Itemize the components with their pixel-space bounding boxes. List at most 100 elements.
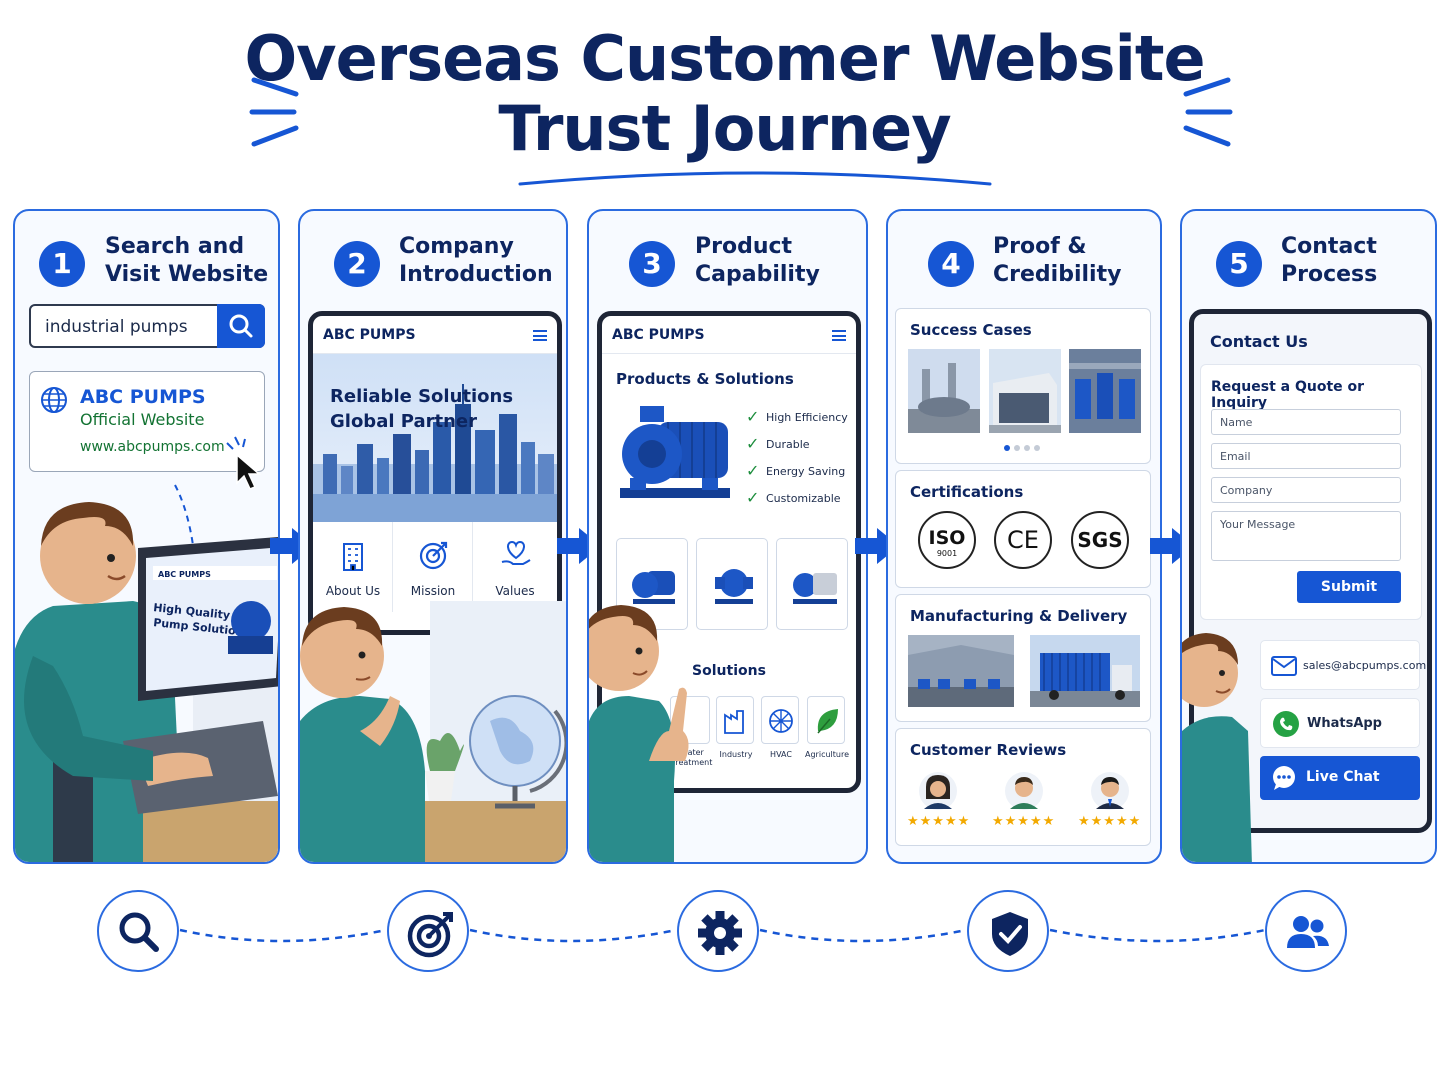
product-thumb[interactable] (776, 538, 848, 630)
name-field[interactable]: Name (1211, 409, 1401, 435)
timeline-gear (677, 890, 759, 972)
laptop-brand: ABC PUMPS (158, 570, 211, 579)
pump-icon (632, 571, 675, 604)
pointing-person-illustration (589, 605, 689, 862)
live-chat-label: Live Chat (1306, 769, 1380, 785)
quote-form: Request a Quote or Inquiry Name Email Co… (1200, 364, 1422, 620)
reviews-title: Customer Reviews (910, 741, 1067, 759)
live-chat-button[interactable]: Live Chat (1260, 756, 1420, 800)
timeline-target (387, 890, 469, 972)
hamburger-menu-icon[interactable] (832, 330, 846, 341)
ce-badge: CE (994, 511, 1052, 569)
company-nav: About Us Mission Values (313, 522, 557, 612)
search-input[interactable]: industrial pumps (45, 317, 188, 337)
result-url[interactable]: www.abcpumps.com (80, 439, 225, 455)
success-cases-card: Success Cases (895, 308, 1151, 464)
contact-person-illustration (1182, 633, 1252, 862)
solution-item[interactable]: Agriculture (805, 696, 849, 774)
pump-product-image (620, 406, 730, 498)
reviewer-avatar-suit (1091, 772, 1129, 810)
nav-mission[interactable]: Mission (393, 522, 473, 612)
brand-name: ABC PUMPS (323, 327, 416, 343)
users-icon (1287, 916, 1329, 948)
solution-item[interactable]: Industry (716, 696, 756, 774)
step-header-5: 5 Contact Process (1182, 233, 1435, 293)
carousel-dots[interactable] (1002, 443, 1046, 453)
search-box[interactable]: industrial pumps (29, 304, 265, 348)
timeline-shield (967, 890, 1049, 972)
whatsapp-button[interactable]: WhatsApp (1260, 698, 1420, 748)
step-number-2: 2 (334, 241, 380, 287)
leaf-icon (817, 709, 838, 734)
certifications-title: Certifications (910, 483, 1024, 501)
company-field[interactable]: Company (1211, 477, 1401, 503)
product-thumb[interactable] (696, 538, 768, 630)
hamburger-menu-icon[interactable] (533, 330, 547, 341)
feature-item: ✓ Durable (746, 434, 856, 457)
step-number-5: 5 (1216, 241, 1262, 287)
step-number-4: 4 (928, 241, 974, 287)
success-cases-title: Success Cases (910, 321, 1032, 339)
contact-header: Contact Us (1210, 332, 1308, 351)
solution-label: Industry (719, 750, 753, 759)
step-title-2: Company Introduction (399, 234, 553, 287)
search-result-card[interactable]: ABC PUMPS Official Website www.abcpumps.… (29, 371, 265, 472)
rating-stars: ★★★★★ (992, 814, 1056, 829)
pump-icon (793, 573, 837, 604)
building-icon (343, 543, 363, 571)
phone-navbar: ABC PUMPS (313, 316, 557, 354)
step-panel-5: 5 Contact Process Contact Us Request a Q… (1180, 209, 1437, 864)
page-title-line2: Trust Journey (498, 92, 951, 165)
nav-about-us[interactable]: About Us (313, 522, 393, 612)
title-spark-left (249, 77, 299, 147)
factory-floor-photo (908, 635, 1014, 707)
email-field[interactable]: Email (1211, 443, 1401, 469)
result-title[interactable]: ABC PUMPS (80, 386, 206, 408)
cursor-icon (226, 436, 262, 490)
globe-icon (41, 387, 67, 413)
solution-item[interactable]: HVAC (761, 696, 801, 774)
pump-icon (715, 569, 753, 604)
search-icon (119, 912, 159, 952)
step-number-3: 3 (629, 241, 675, 287)
timeline-search (97, 890, 179, 972)
page-title-line1: Overseas Customer Website (244, 22, 1205, 95)
fan-icon (769, 709, 793, 733)
timeline-users (1265, 890, 1347, 972)
check-icon: ✓ (746, 434, 760, 453)
feature-item: ✓ High Efficiency (746, 407, 856, 430)
result-subtitle: Official Website (80, 410, 205, 429)
check-icon: ✓ (746, 407, 760, 426)
chat-bubble-icon (1273, 766, 1295, 790)
step-panel-2: 2 Company Introduction ABC PUMPS (298, 209, 568, 864)
message-field[interactable]: Your Message (1211, 511, 1401, 561)
target-icon (407, 912, 453, 958)
case-photo-pumproom (1069, 349, 1141, 433)
search-icon (229, 314, 253, 338)
factory-icon (724, 710, 744, 734)
iso-text: ISO (928, 527, 966, 549)
feature-label: Customizable (766, 492, 841, 505)
submit-button[interactable]: Submit (1297, 571, 1401, 603)
customer-reviews-card: Customer Reviews (895, 728, 1151, 846)
heart-hand-icon (501, 540, 531, 565)
mail-icon (1271, 656, 1297, 676)
step-header-1: 1 Search and Visit Website (15, 233, 278, 293)
thinking-person-illustration (300, 601, 566, 862)
phone-mockup-company: ABC PUMPS Reliable Solutions (308, 311, 562, 635)
hero-banner: Reliable Solutions Global Partner (313, 354, 557, 522)
feature-item: ✓ Customizable (746, 488, 856, 511)
solutions-title: Solutions (692, 663, 766, 679)
step-title-3: Product Capability (695, 234, 820, 287)
solution-label: Water Treatment (671, 748, 713, 767)
step-title-4: Proof & Credibility (993, 234, 1122, 287)
certifications-card: Certifications ISO 9001 CE SGS (895, 470, 1151, 588)
gear-icon (698, 911, 742, 955)
case-photo-refinery (908, 349, 980, 433)
nav-values[interactable]: Values (473, 522, 557, 612)
step-title-5: Contact Process (1281, 234, 1378, 287)
delivery-truck-photo (1030, 635, 1140, 707)
search-button[interactable] (217, 304, 265, 348)
email-contact-button[interactable]: sales@abcpumps.com (1260, 640, 1426, 690)
feature-label: Durable (766, 438, 810, 451)
